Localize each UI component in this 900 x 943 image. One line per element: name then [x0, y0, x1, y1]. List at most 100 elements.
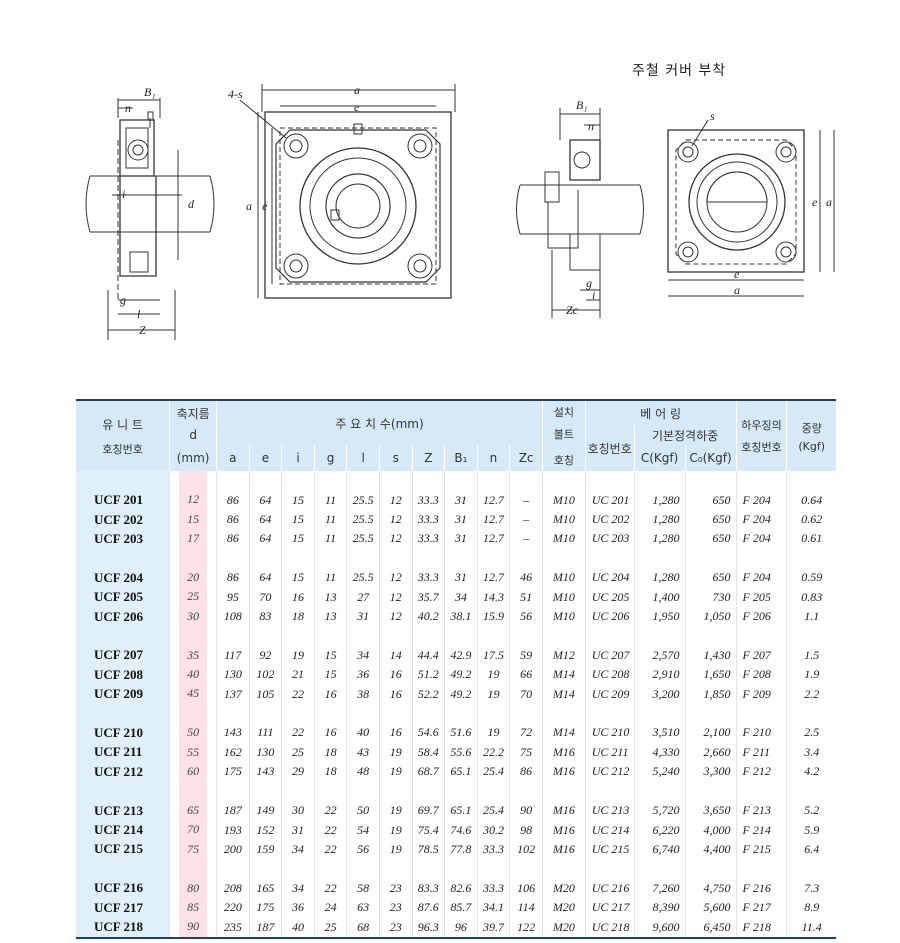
spacer-cell [346, 626, 380, 646]
spacer-cell [216, 471, 250, 491]
spacer-cell [378, 703, 413, 724]
unit-code-cell: UCF 207 [76, 645, 170, 666]
dim-l-cell: 50 [346, 800, 380, 821]
spacer-cell [684, 626, 736, 646]
bearing-code-cell: UC 202 [584, 509, 635, 530]
load-c0-cell: 2,100 [684, 723, 736, 743]
bearing-code-cell: UC 209 [584, 684, 635, 704]
housing-code-cell: F 204 [735, 509, 787, 530]
dim-a-cell: 162 [216, 742, 250, 763]
spacer-cell [633, 626, 686, 646]
dim-b1-cell: 49.2 [444, 665, 478, 685]
header-bolt-line3: 호칭 [553, 454, 574, 467]
shaft-diameter-cell: 55 [169, 742, 217, 763]
dim-s-cell: 14 [378, 645, 413, 666]
bearing-code-cell: UC 218 [584, 917, 635, 939]
load-c0-cell: 4,400 [684, 839, 736, 860]
shaft-diameter-value: 70 [179, 820, 208, 840]
dim-s-cell: 12 [378, 509, 413, 530]
header-unit: 유 니 트 호칭번호 [76, 399, 170, 471]
dim-n-cell: 19 [476, 684, 510, 704]
load-c0-cell: 650 [684, 509, 736, 530]
group-spacer [76, 703, 836, 724]
dim-g-cell: 15 [313, 645, 347, 666]
shaft-highlight [179, 471, 208, 491]
dim-z-cell: 54.6 [411, 723, 445, 743]
load-c0-cell: 1,650 [684, 665, 736, 685]
label-s: s [710, 109, 715, 123]
load-c0-cell: 1,430 [684, 645, 736, 666]
dim-l-cell: 56 [346, 839, 380, 860]
spacer-cell [444, 703, 478, 724]
dim-n-cell: 33.3 [476, 878, 510, 898]
spacer-cell [786, 703, 836, 724]
dim-z-cell: 33.3 [411, 568, 445, 588]
label-g-cover: g [586, 276, 592, 290]
spacer-cell [541, 703, 586, 724]
dim-e-cell: 149 [248, 800, 282, 821]
dim-i-cell: 36 [281, 897, 315, 918]
dim-s-cell: 12 [378, 568, 413, 588]
spacer-cell [378, 781, 413, 801]
load-c-cell: 1,280 [633, 568, 686, 588]
spacer-cell [313, 859, 347, 879]
dim-a-cell: 86 [216, 568, 250, 588]
dim-a-cell: 187 [216, 800, 250, 821]
shaft-highlight [179, 548, 208, 569]
spacer-cell [633, 859, 686, 879]
dim-zc-cell: 72 [509, 723, 543, 743]
dim-z-cell: 44.4 [411, 645, 445, 666]
dim-zc-cell: 106 [509, 878, 543, 898]
bearing-code-cell: UC 203 [584, 529, 635, 549]
bolt-size-cell: M16 [541, 742, 586, 763]
header-main-dims: 주 요 치 수(mm) [216, 399, 543, 445]
dim-b1-cell: 77.8 [444, 839, 478, 860]
unit-code-cell: UCF 201 [76, 490, 170, 510]
spacer-cell [169, 703, 217, 724]
bolt-size-cell: M10 [541, 509, 586, 530]
mass-cell: 0.64 [786, 490, 836, 510]
header-shaft-unit: (mm) [169, 445, 217, 471]
load-c-cell: 1,280 [633, 529, 686, 549]
shaft-highlight [179, 781, 208, 801]
header-bearing: 베 어 링 [584, 399, 736, 425]
load-c0-cell: 3,650 [684, 800, 736, 821]
spacer-cell [476, 548, 510, 569]
label-d: d [188, 197, 195, 211]
spacer-cell [248, 703, 282, 724]
spacer-cell [444, 471, 478, 491]
dim-g-cell: 22 [313, 800, 347, 821]
spacer-cell [346, 781, 380, 801]
dim-b1-cell: 42.9 [444, 645, 478, 666]
dim-zc-cell: 98 [509, 820, 543, 840]
bolt-size-cell: M14 [541, 665, 586, 685]
dim-s-cell: 16 [378, 665, 413, 685]
bearing-code-cell: UC 210 [584, 723, 635, 743]
cover-title: 주철 커버 부착 [632, 63, 727, 79]
label-g: g [120, 293, 126, 307]
dim-n-cell: 30.2 [476, 820, 510, 840]
dim-i-cell: 22 [281, 684, 315, 704]
housing-code-cell: F 215 [735, 839, 787, 860]
dim-i-cell: 15 [281, 509, 315, 530]
dim-l-cell: 43 [346, 742, 380, 763]
housing-code-cell: F 209 [735, 684, 787, 704]
header-dim-z: Z [411, 445, 445, 471]
dim-e-cell: 159 [248, 839, 282, 860]
dim-l-cell: 36 [346, 665, 380, 685]
dim-a-cell: 117 [216, 645, 250, 666]
bearing-code-cell: UC 217 [584, 897, 635, 918]
housing-code-cell: F 204 [735, 529, 787, 549]
shaft-diameter-value: 85 [179, 897, 208, 918]
dim-a-cell: 137 [216, 684, 250, 704]
dim-z-cell: 83.3 [411, 878, 445, 898]
header-load-c0: C₀(Kgf) [684, 445, 736, 471]
spacer-cell [509, 859, 543, 879]
bearing-code-cell: UC 214 [584, 820, 635, 840]
label-b1: B₁ [144, 85, 156, 99]
spacer-cell [541, 471, 586, 491]
